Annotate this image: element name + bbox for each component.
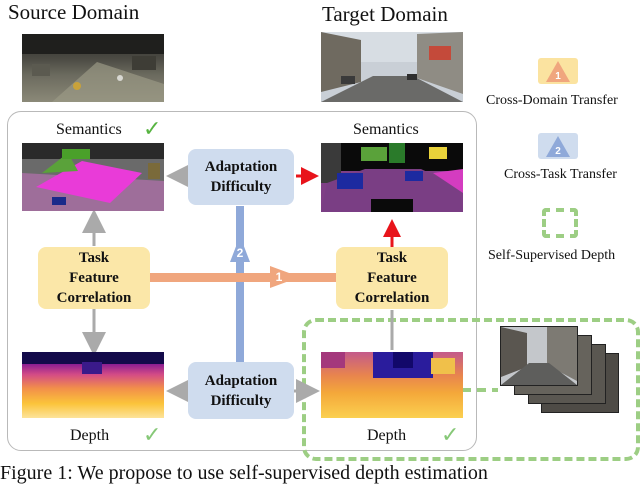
cross-domain-legend-icon: 1 bbox=[538, 58, 578, 84]
check-icon: ✓ bbox=[143, 422, 162, 447]
source-depth-map bbox=[22, 352, 164, 418]
self-supervised-legend-icon bbox=[542, 208, 578, 238]
cross-domain-bar bbox=[150, 273, 336, 282]
semantics-label-right: Semantics bbox=[353, 121, 419, 138]
cross-task-marker bbox=[230, 236, 250, 262]
cross-domain-number: 1 bbox=[275, 270, 283, 284]
framework-frame bbox=[7, 111, 477, 451]
target-semantics-map bbox=[321, 143, 463, 212]
semantics-label-left: Semantics bbox=[56, 121, 122, 138]
cross-domain-legend-label: Cross-Domain Transfer bbox=[486, 93, 618, 108]
arrows-layer bbox=[82, 164, 498, 403]
source-domain-image bbox=[22, 34, 164, 102]
check-icon: ✓ bbox=[143, 116, 162, 141]
self-supervised-legend-label: Self-Supervised Depth bbox=[488, 248, 616, 263]
frame-stack-1 bbox=[500, 326, 578, 386]
target-domain-title: Target Domain bbox=[322, 2, 448, 26]
cross-task-bar bbox=[236, 206, 244, 362]
source-domain-title: Source Domain bbox=[8, 0, 140, 24]
cross-task-number: 2 bbox=[236, 246, 244, 260]
figure-caption: Figure 1: We propose to use self-supervi… bbox=[0, 462, 488, 484]
cross-task-legend-label: Cross-Task Transfer bbox=[504, 167, 617, 182]
target-depth-map bbox=[321, 352, 463, 418]
cross-domain-marker bbox=[270, 266, 300, 288]
target-domain-image bbox=[321, 32, 463, 102]
cross-task-legend-icon: 2 bbox=[538, 133, 578, 159]
svg-text:1: 1 bbox=[555, 71, 561, 82]
source-semantics-map bbox=[22, 143, 164, 211]
depth-label-right: Depth bbox=[367, 427, 407, 444]
svg-text:2: 2 bbox=[555, 146, 561, 157]
depth-label-left: Depth bbox=[70, 427, 110, 444]
check-icon: ✓ bbox=[441, 422, 460, 447]
